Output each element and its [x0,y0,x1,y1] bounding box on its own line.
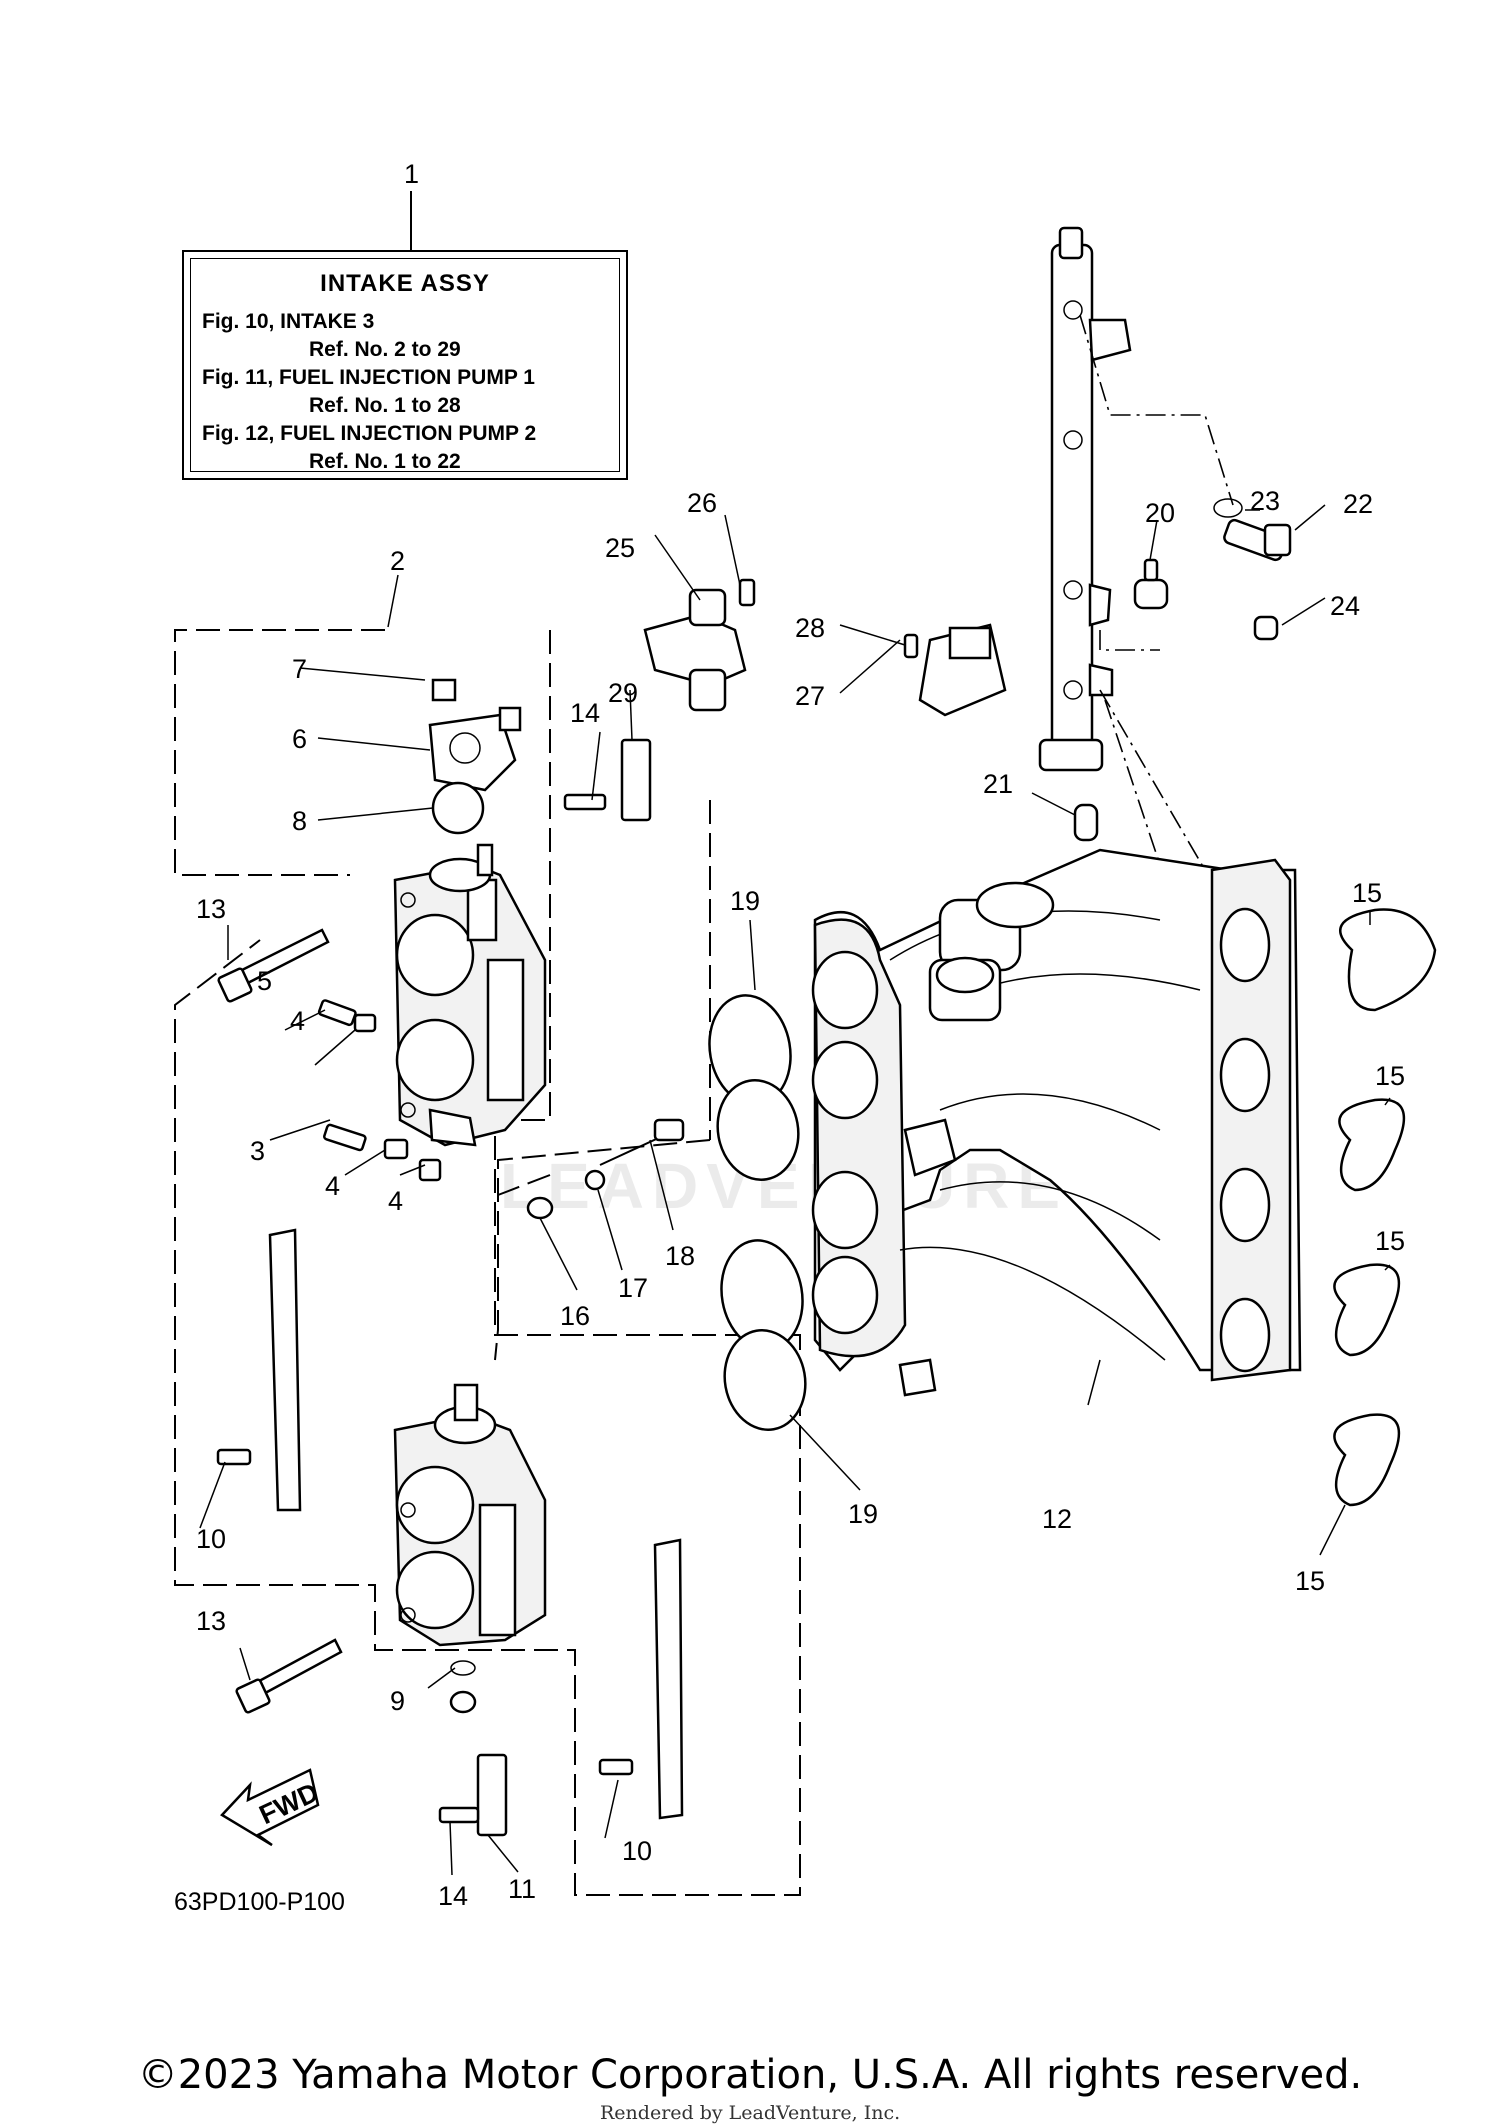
callout-21: 21 [983,769,1013,799]
sensor-27 [903,623,1007,717]
callout-4c: 4 [388,1186,403,1216]
throttle-body-lower [393,1383,547,1647]
intake-manifold [811,848,1302,1397]
callout-24: 24 [1330,591,1360,621]
callout-9: 9 [390,1686,405,1716]
callout-29: 29 [608,678,638,708]
callout-23: 23 [1250,486,1280,516]
callout-10b: 10 [622,1836,652,1866]
callout-1: 1 [404,159,419,189]
callout-4b: 4 [325,1171,340,1201]
callout-26: 26 [687,488,717,518]
callout-19a: 19 [730,886,760,916]
legend-line: Ref. No. 1 to 22 [309,450,461,473]
callout-15d: 15 [1295,1566,1325,1596]
legend-line: Ref. No. 2 to 29 [309,338,461,361]
copyright-notice: ©2023 Yamaha Motor Corporation, U.S.A. A… [137,2052,1363,2098]
diagram-code: 63PD100-P100 [174,1888,345,1916]
callout-22: 22 [1343,489,1373,519]
callout-20: 20 [1145,498,1175,528]
callout-13a: 13 [196,894,226,924]
callout-11: 11 [508,1874,536,1904]
callout-19b: 19 [848,1499,878,1529]
callout-numbers: 1 2 3 4 4 4 5 6 7 8 9 10 10 11 12 13 13 … [196,159,1405,1911]
callout-8: 8 [292,806,307,836]
map-sensor [643,578,756,712]
callout-25: 25 [605,533,635,563]
leader-lines [199,504,1391,1876]
callout-14a: 14 [570,698,600,728]
legend-line: Fig. 11, FUEL INJECTION PUMP 1 [202,366,535,389]
legend-line: Fig. 10, INTAKE 3 [202,310,375,333]
rendered-by-notice: Rendered by LeadVenture, Inc. [600,2102,901,2124]
callout-18: 18 [665,1241,695,1271]
callout-7: 7 [292,654,307,684]
callout-17: 17 [618,1273,648,1303]
callout-3: 3 [250,1136,265,1166]
forward-arrow: FWD [220,1768,323,1847]
intake-assy-legend: INTAKE ASSY Fig. 10, INTAKE 3 Ref. No. 2… [182,250,628,480]
callout-16: 16 [560,1301,590,1331]
callout-15a: 15 [1352,878,1382,908]
callout-10a: 10 [196,1524,226,1554]
callout-14b: 14 [438,1881,468,1911]
callout-6: 6 [292,724,307,754]
throttle-position-sensor [428,706,522,792]
callout-15b: 15 [1375,1061,1405,1091]
callout-27: 27 [795,681,825,711]
callout-15c: 15 [1375,1226,1405,1256]
fuel-rail [1038,226,1132,772]
legend-title: INTAKE ASSY [320,270,490,297]
throttle-body-upper [393,843,547,1147]
callout-4a: 4 [290,1006,305,1036]
legend-line: Fig. 12, FUEL INJECTION PUMP 2 [202,422,537,445]
fuel-injector [1213,498,1292,641]
callout-28: 28 [795,613,825,643]
callout-5: 5 [257,966,272,996]
bolt-13-lower [235,1638,343,1714]
callout-12: 12 [1042,1504,1072,1534]
callout-13b: 13 [196,1606,226,1636]
callout-2: 2 [390,546,405,576]
legend-inner-border [190,258,620,472]
bolt-13-upper [217,928,330,1003]
legend-line: Ref. No. 1 to 28 [309,394,461,417]
